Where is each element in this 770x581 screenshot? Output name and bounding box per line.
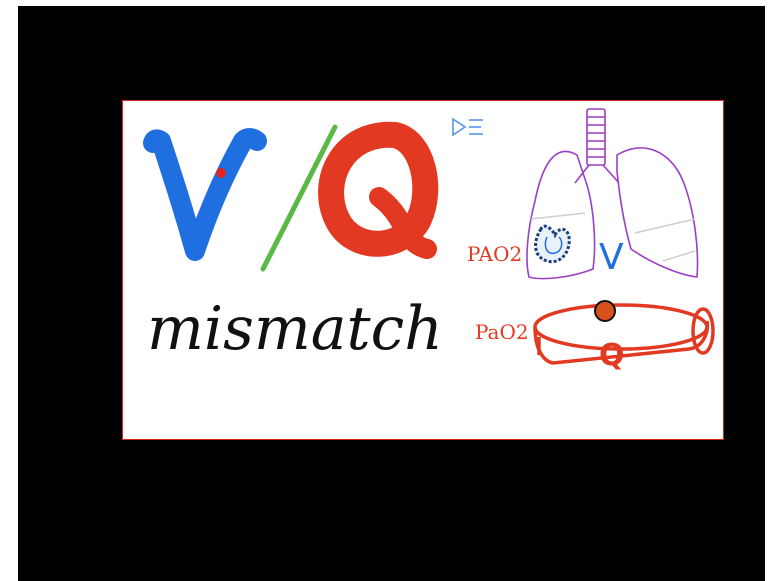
q-letter [331, 135, 427, 249]
mismatch-word: mismatch [147, 294, 443, 364]
thumbnail-slide: mismatch [122, 100, 724, 440]
red-dot-icon [216, 168, 226, 178]
perfusion-label: Q [599, 338, 625, 373]
ventilation-label: V [599, 237, 624, 278]
alveolus-icon [536, 226, 570, 262]
alveolar-po2-label: PAO2 [467, 242, 522, 266]
slide-drawing: mismatch [123, 101, 724, 440]
video-frame: mismatch [18, 6, 765, 581]
red-blood-cell-icon [595, 301, 615, 321]
logo-icon [453, 119, 483, 135]
arterial-po2-label: PaO2 [475, 320, 529, 344]
v-letter [153, 138, 257, 251]
